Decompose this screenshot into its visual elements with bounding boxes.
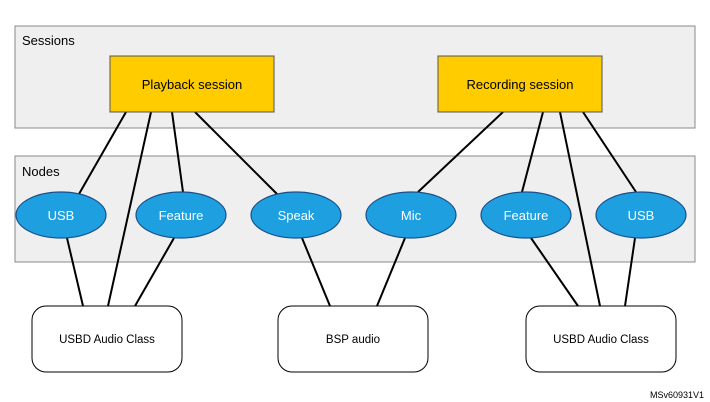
node-ellipse-speak xyxy=(250,191,342,239)
session-label-recording: Recording session xyxy=(467,77,574,92)
class-box-usbd-right xyxy=(525,305,677,373)
node-label-usb-right: USB xyxy=(628,208,655,223)
node-feature-left: Feature xyxy=(135,191,227,239)
session-playback: Playback session xyxy=(109,55,275,113)
session-label-playback: Playback session xyxy=(142,77,242,92)
node-label-usb-left: USB xyxy=(48,208,75,223)
session-box-playback xyxy=(109,55,275,113)
node-label-feature-left: Feature xyxy=(159,208,204,223)
node-feature-right: Feature xyxy=(480,191,572,239)
class-label-bsp: BSP audio xyxy=(326,334,380,346)
class-box-bsp xyxy=(277,305,429,373)
link-feature-right-to-usbd-right xyxy=(530,237,579,307)
class-label-usbd-right: USBD Audio Class xyxy=(553,334,649,346)
link-recording-to-usbd-right xyxy=(559,111,601,307)
class-label-usbd-left: USBD Audio Class xyxy=(59,334,155,346)
link-speak-to-bsp xyxy=(301,237,331,307)
node-label-feature-right: Feature xyxy=(504,208,549,223)
node-ellipse-feature-right xyxy=(480,191,572,239)
link-playback-to-feature-left xyxy=(171,111,184,193)
class-box-usbd-left xyxy=(31,305,183,373)
session-box-recording xyxy=(437,55,603,113)
nodes-panel-label: Nodes xyxy=(22,164,60,179)
class-usbd-left: USBD Audio Class xyxy=(31,305,183,373)
link-usb-right-to-usbd-right xyxy=(624,237,636,307)
class-bsp: BSP audio xyxy=(277,305,429,373)
node-ellipse-mic xyxy=(365,191,457,239)
node-label-speak: Speak xyxy=(278,208,315,223)
link-playback-to-usb-left xyxy=(78,111,127,195)
links-group xyxy=(66,111,637,307)
node-label-mic: Mic xyxy=(401,208,422,223)
node-usb-left: USB xyxy=(15,191,107,239)
link-usb-left-to-usbd-left xyxy=(66,237,84,307)
link-mic-to-bsp xyxy=(376,237,406,307)
node-ellipse-usb-left xyxy=(15,191,107,239)
nodes-panel xyxy=(14,155,696,263)
link-feature-left-to-usbd-left xyxy=(134,237,175,307)
reference-code: MSv60931V1 xyxy=(650,390,704,400)
link-recording-to-feature-right xyxy=(521,111,544,193)
node-ellipse-usb-right xyxy=(595,191,687,239)
link-recording-to-usb-right xyxy=(582,111,637,193)
sessions-panel-label: Sessions xyxy=(22,33,75,48)
node-ellipse-feature-left xyxy=(135,191,227,239)
session-recording: Recording session xyxy=(437,55,603,113)
link-recording-to-mic xyxy=(417,111,504,193)
node-speak: Speak xyxy=(250,191,342,239)
node-usb-right: USB xyxy=(595,191,687,239)
link-playback-to-usbd-left xyxy=(107,111,152,307)
node-mic: Mic xyxy=(365,191,457,239)
link-playback-to-speak xyxy=(194,111,280,197)
class-usbd-right: USBD Audio Class xyxy=(525,305,677,373)
